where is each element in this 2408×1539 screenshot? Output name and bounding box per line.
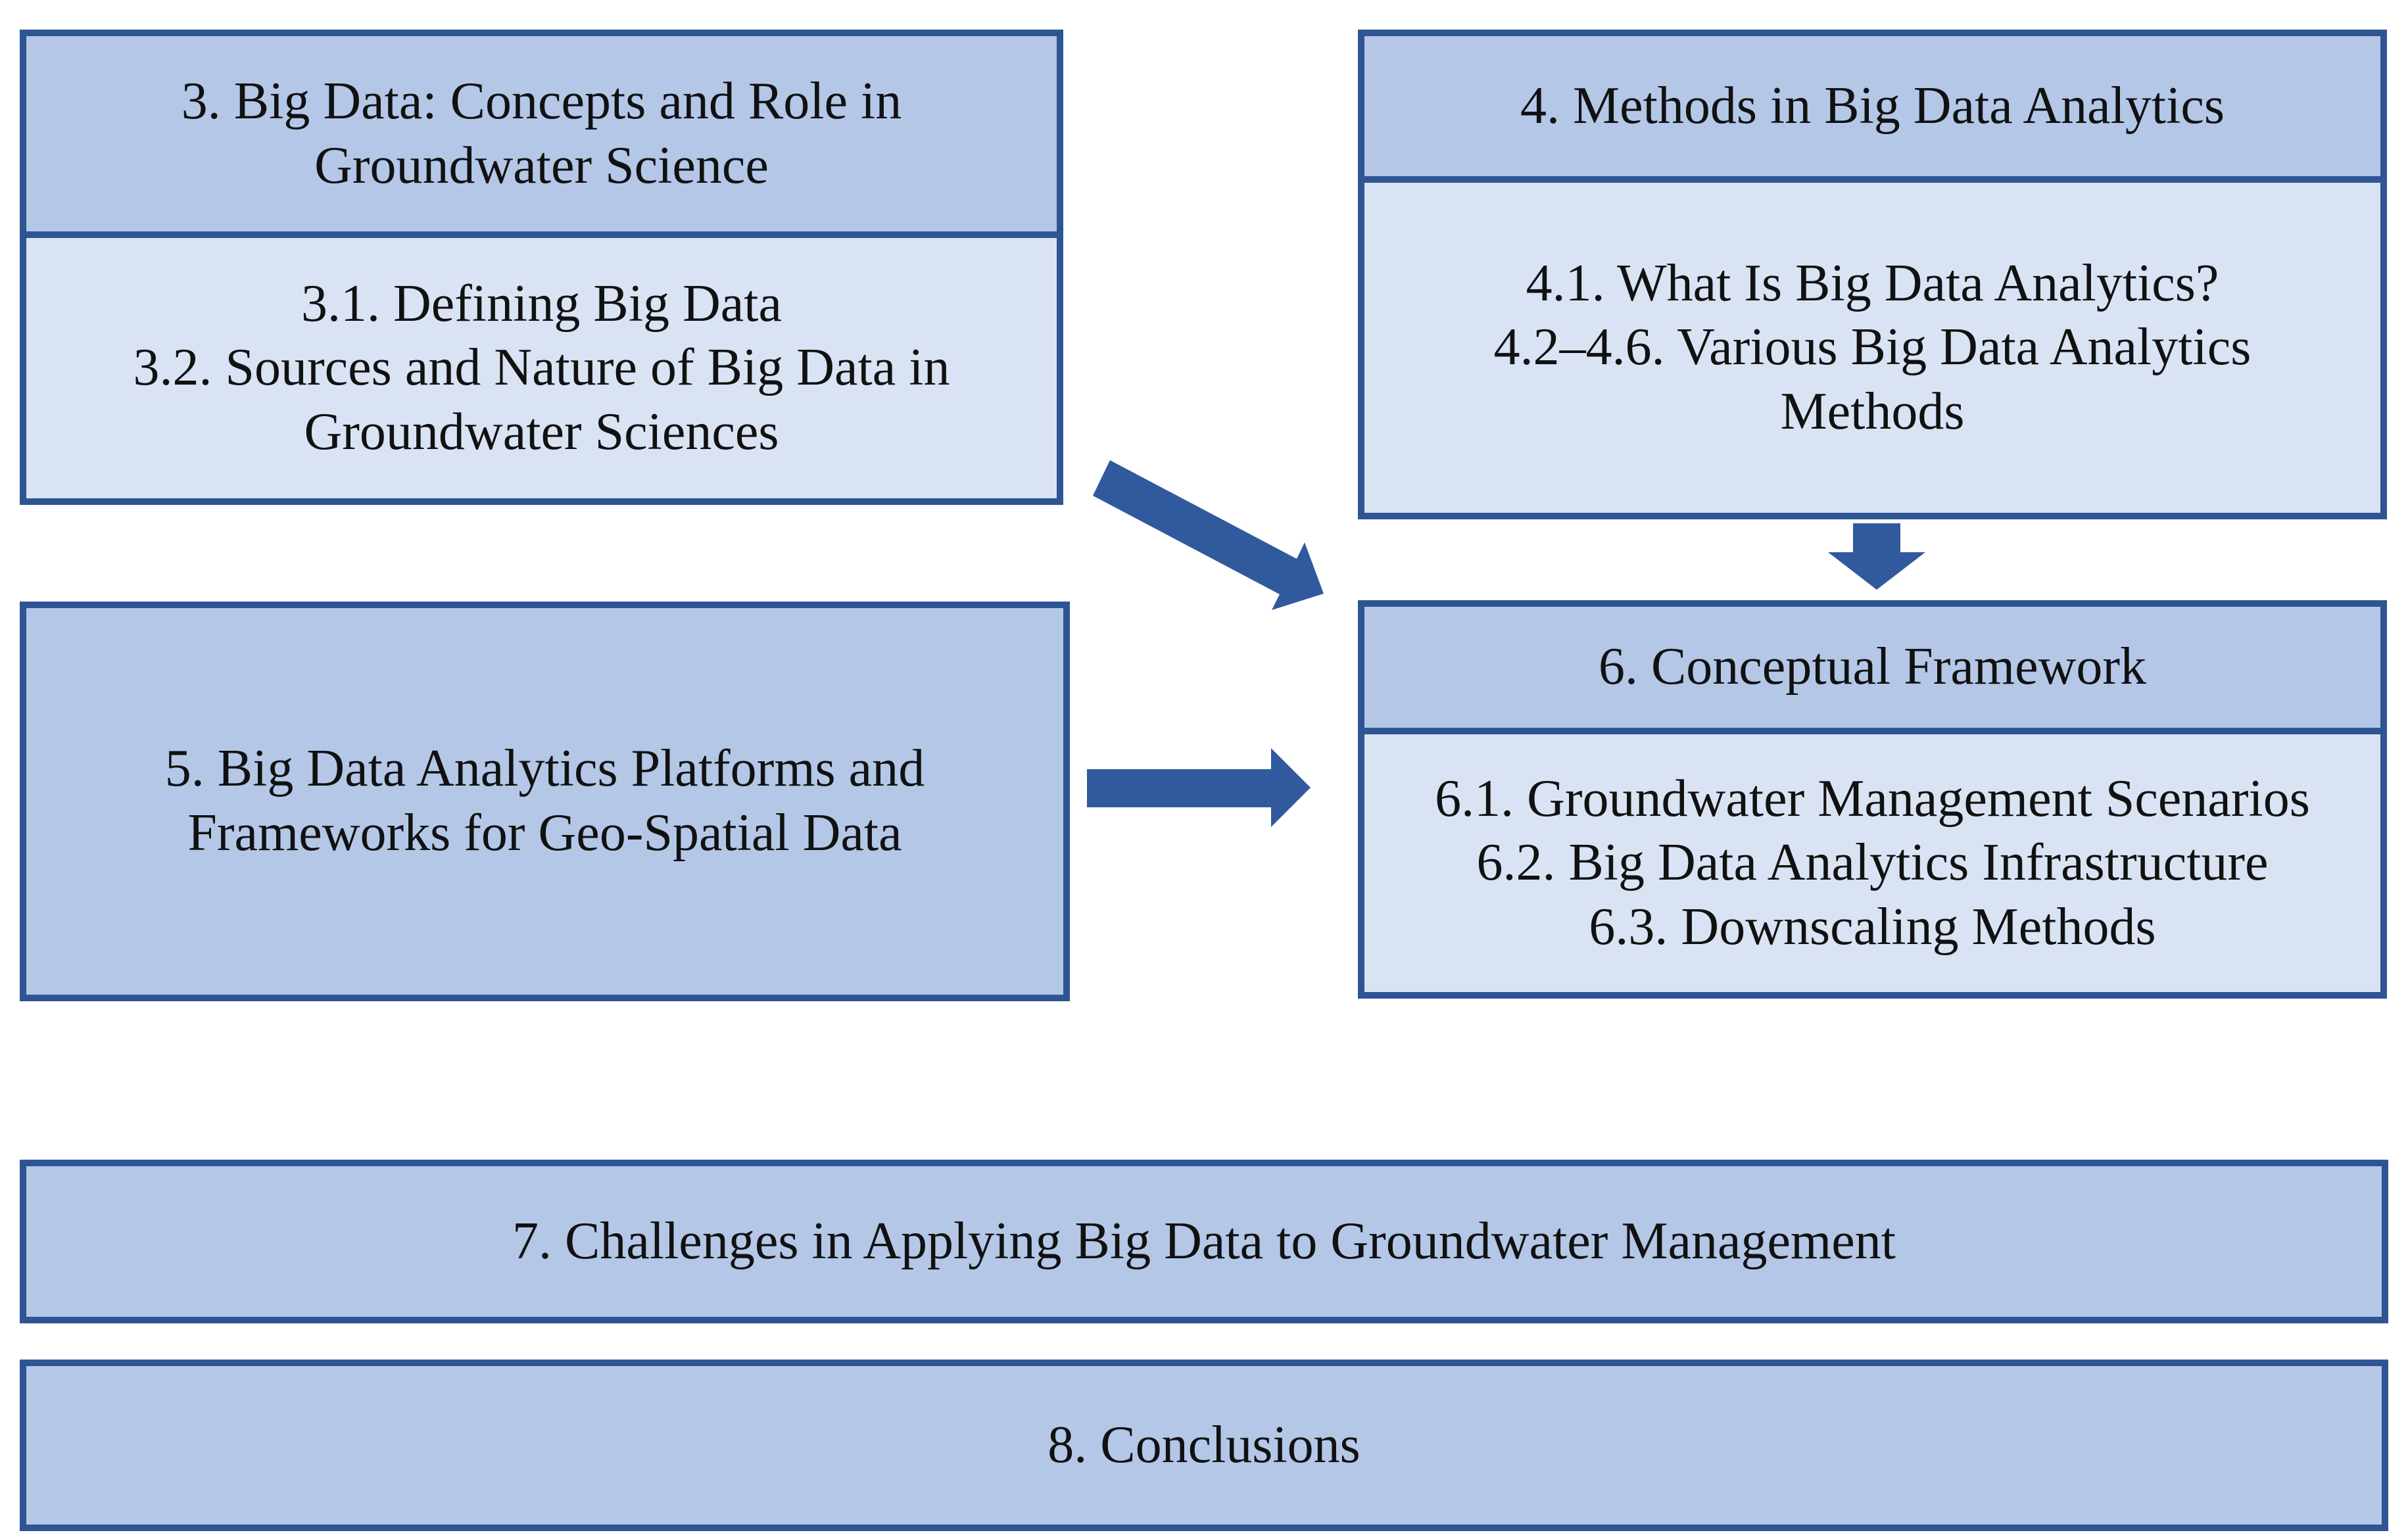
section-4-box: 4. Methods in Big Data Analytics 4.1. Wh… — [1358, 30, 2387, 519]
section-3-body: 3.1. Defining Big Data 3.2. Sources and … — [26, 238, 1057, 498]
section-6-box: 6. Conceptual Framework 6.1. Groundwater… — [1358, 600, 2387, 999]
section-6-body-line: 6.3. Downscaling Methods — [1589, 897, 2156, 956]
section-3-header-line: Groundwater Science — [314, 136, 769, 195]
section-3-body-line: 3.1. Defining Big Data — [301, 274, 782, 333]
section-4-body: 4.1. What Is Big Data Analytics? 4.2–4.6… — [1364, 183, 2380, 513]
section-8-box: 8. Conclusions — [20, 1360, 2388, 1531]
section-5-line: Frameworks for Geo-Spatial Data — [187, 804, 902, 862]
section-3-header: 3. Big Data: Concepts and Role in Ground… — [26, 36, 1057, 238]
section-6-header-line: 6. Conceptual Framework — [1598, 638, 2147, 696]
section-8-label: 8. Conclusions — [1047, 1415, 1361, 1474]
section-7-box: 7. Challenges in Applying Big Data to Gr… — [20, 1160, 2388, 1323]
section-4-header: 4. Methods in Big Data Analytics — [1364, 36, 2380, 183]
section-6-body-line: 6.1. Groundwater Management Scenarios — [1435, 769, 2310, 828]
section-7-label: 7. Challenges in Applying Big Data to Gr… — [512, 1212, 1896, 1270]
section-6-body: 6.1. Groundwater Management Scenarios 6.… — [1364, 734, 2380, 992]
section-5-line: 5. Big Data Analytics Platforms and — [164, 740, 925, 798]
section-5-box: 5. Big Data Analytics Platforms and Fram… — [20, 602, 1070, 1001]
arrow-section5-to-section6-icon — [1087, 748, 1311, 827]
section-3-header-line: 3. Big Data: Concepts and Role in — [181, 72, 902, 130]
section-4-header-line: 4. Methods in Big Data Analytics — [1520, 76, 2225, 135]
section-4-body-line: 4.1. What Is Big Data Analytics? — [1526, 254, 2219, 312]
section-4-body-line: 4.2–4.6. Various Big Data Analytics — [1493, 318, 2251, 377]
section-6-header: 6. Conceptual Framework — [1364, 607, 2380, 734]
section-6-body-line: 6.2. Big Data Analytics Infrastructure — [1476, 834, 2269, 892]
arrow-section4-to-section6-icon — [1828, 523, 1925, 590]
section-3-box: 3. Big Data: Concepts and Role in Ground… — [20, 30, 1063, 505]
section-3-body-line: 3.2. Sources and Nature of Big Data in — [133, 339, 950, 397]
arrow-section3-to-section6-icon — [1093, 460, 1324, 610]
section-3-body-line: Groundwater Sciences — [304, 402, 779, 461]
section-4-body-line: Methods — [1780, 382, 1965, 440]
